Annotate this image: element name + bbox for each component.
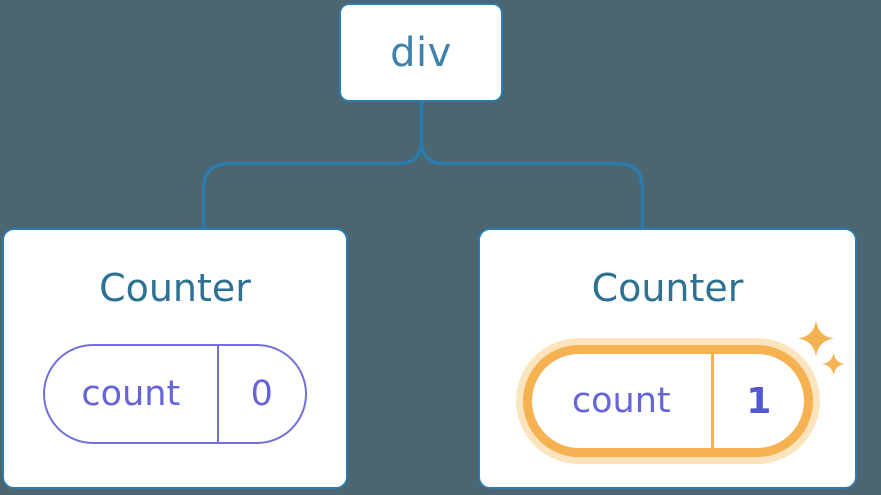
root-node-label: div — [390, 29, 452, 76]
connector-branch-left — [201, 100, 424, 229]
state-key-label: count — [81, 374, 181, 414]
component-title: Counter — [99, 266, 251, 310]
connector-branch-right — [419, 100, 645, 229]
state-value: 1 — [746, 380, 772, 422]
component-node-counter-2: Counter count 1 — [478, 228, 857, 489]
root-node: div — [339, 3, 503, 102]
state-key-section: count — [532, 354, 715, 448]
state-pill: count 0 — [43, 344, 307, 444]
state-pill-highlighted: count 1 — [522, 345, 813, 457]
state-key-label: count — [571, 381, 671, 421]
state-value-section: 1 — [714, 354, 803, 448]
state-key-section: count — [45, 346, 219, 442]
component-node-counter-1: Counter count 0 — [2, 228, 348, 489]
state-value: 0 — [250, 374, 273, 414]
component-title: Counter — [591, 266, 744, 310]
state-value-section: 0 — [219, 346, 305, 442]
